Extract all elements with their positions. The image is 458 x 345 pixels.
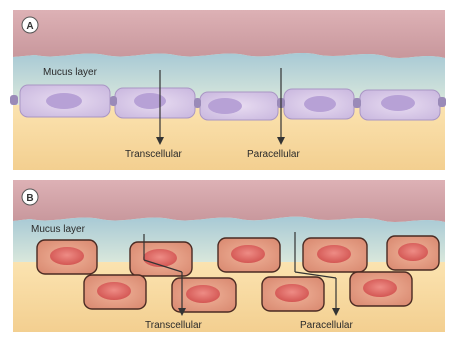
tight-junction: [438, 97, 446, 107]
cell-nucleus: [97, 282, 131, 300]
cell-nucleus: [46, 93, 82, 109]
panel-a-paracellular-label: Paracellular: [247, 149, 300, 160]
cell-nucleus: [208, 98, 242, 114]
tight-junction: [110, 96, 117, 106]
panel-b-paracellular-label: Paracellular: [300, 320, 353, 331]
cell-nucleus: [363, 279, 397, 297]
cell-nucleus: [134, 93, 166, 109]
tight-junction: [10, 95, 18, 105]
cell-nucleus: [50, 247, 84, 265]
panel-a: A Mucus layer Transcellular Paracellular: [10, 10, 446, 170]
panel-b: B Mucus layer Transcellular Paracellular: [13, 180, 445, 332]
panel-b-lumen: [13, 180, 445, 222]
panel-a-badge: A: [26, 21, 33, 32]
cell-nucleus: [275, 284, 309, 302]
panel-b-mucus-label: Mucus layer: [31, 224, 86, 235]
panel-a-lumen: [13, 10, 445, 58]
cell-nucleus: [398, 243, 428, 261]
cell-nucleus: [317, 245, 351, 263]
cell-nucleus: [143, 249, 177, 267]
tight-junction: [353, 98, 361, 108]
panel-b-transcellular-label: Transcellular: [145, 320, 203, 331]
panel-a-transcellular-label: Transcellular: [125, 149, 183, 160]
cell-nucleus: [186, 285, 220, 303]
cell-nucleus: [231, 245, 265, 263]
panel-b-badge: B: [26, 193, 33, 204]
cell-nucleus: [381, 95, 415, 111]
tight-junction: [194, 98, 201, 108]
cell-nucleus: [304, 96, 336, 112]
panel-a-mucus-label: Mucus layer: [43, 67, 98, 78]
